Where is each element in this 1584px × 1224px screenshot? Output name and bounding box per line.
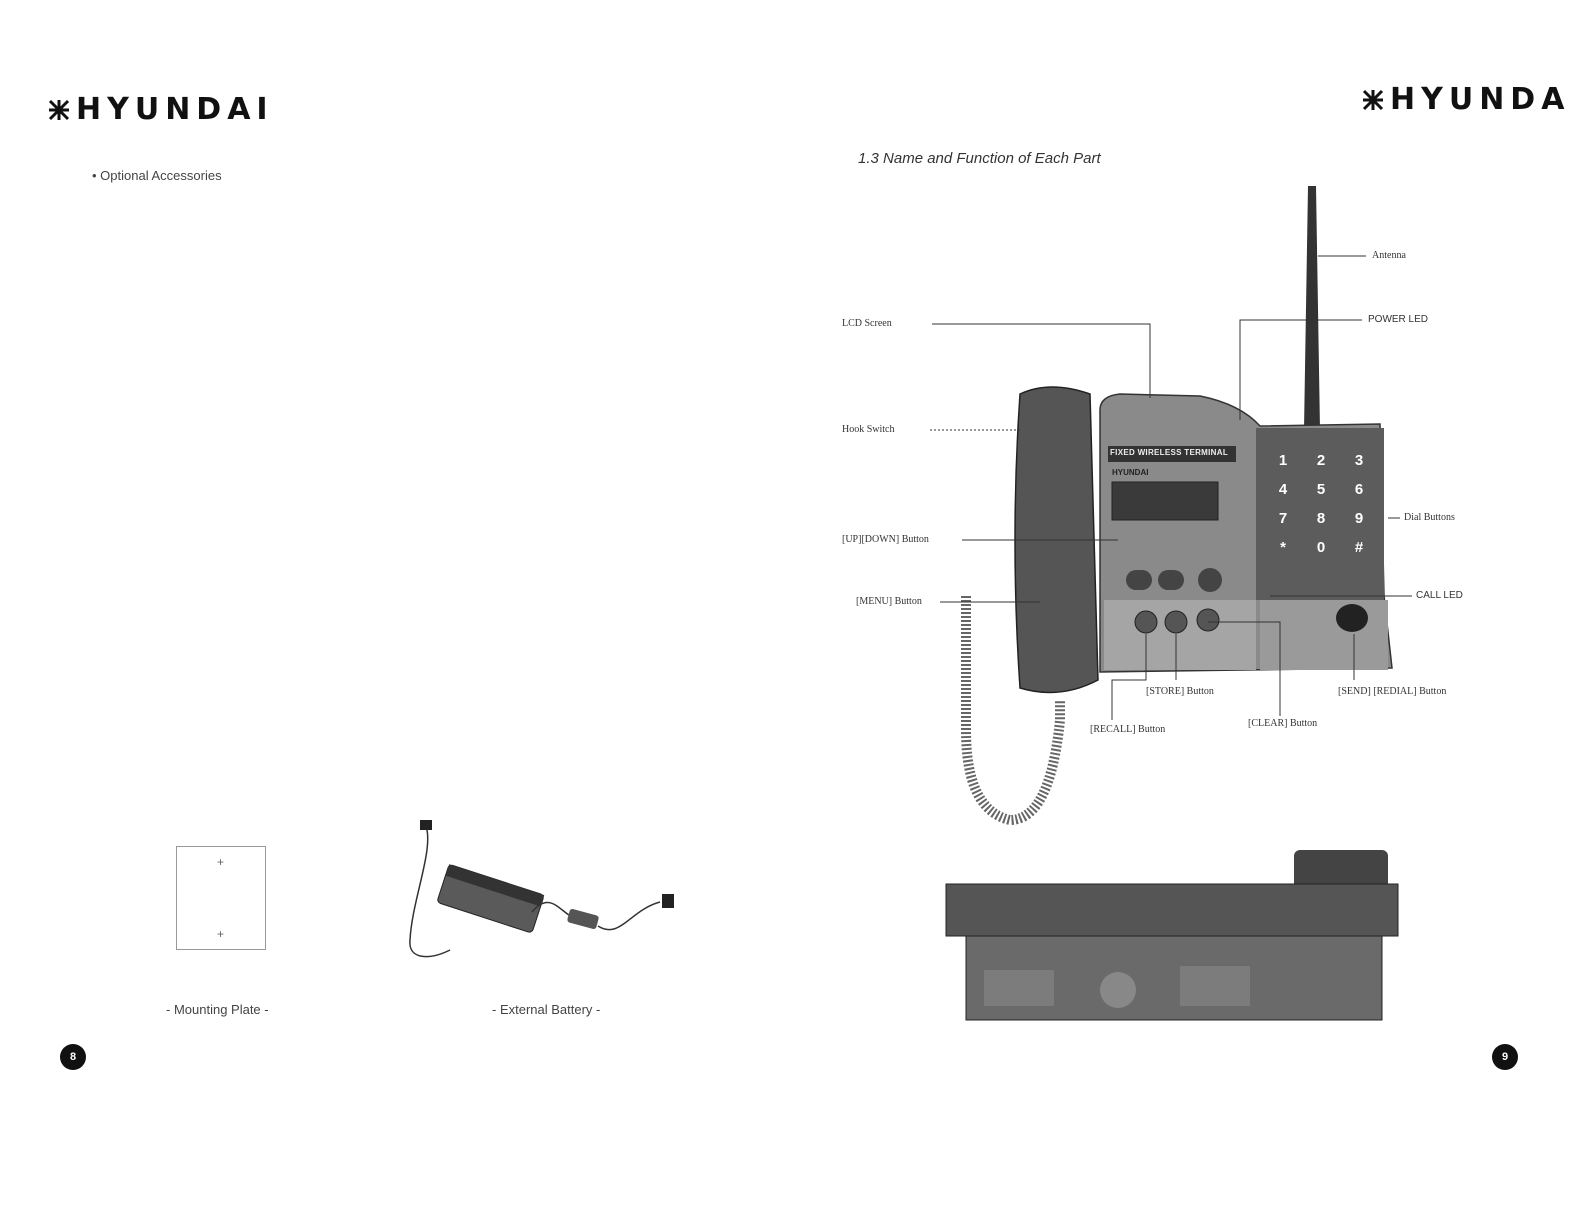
store-button [1164,610,1188,634]
hyundai-emblem-icon [48,94,70,121]
page-number-left: 8 [60,1044,86,1070]
section-heading-optional-accessories: • Optional Accessories [92,168,222,183]
device-model: HYUNDAI [1112,468,1149,477]
dial-key: 9 [1354,510,1364,527]
dial-key: # [1354,539,1364,556]
dial-key: 0 [1316,539,1326,556]
keypad-panel [1256,428,1384,600]
lcd-screen [1111,481,1219,521]
hyundai-emblem-icon [1362,84,1384,111]
callout-hook-switch: Hook Switch [842,424,895,435]
brand-strip [1108,446,1236,462]
rear-port [1100,972,1136,1008]
section-label: Optional Accessories [100,168,222,183]
dial-key: 4 [1278,481,1288,498]
mounting-plate-caption: - Mounting Plate - [166,1002,269,1017]
lower-panel-left [1104,600,1256,670]
callout-lcd-screen: LCD Screen [842,318,892,329]
page-number-right: 9 [1492,1044,1518,1070]
callout-send-redial-button: [SEND] [REDIAL] Button [1338,686,1447,697]
rear-label [984,970,1054,1006]
dial-key: 6 [1354,481,1364,498]
callout-call-led: CALL LED [1416,590,1463,601]
brand-name-left: HYUNDAI [76,92,274,127]
screw-hole-icon: + [217,927,225,941]
clear-button [1196,608,1220,632]
callout-updown-button: [UP][DOWN] Button [842,534,929,545]
dial-key: 8 [1316,510,1326,527]
brand-name-right: HYUNDA [1390,82,1571,117]
antenna-shape [1304,186,1320,430]
keypad-grid: 1 2 3 4 5 6 7 8 9 * 0 # [1264,452,1380,556]
send-redial-button [1336,604,1368,632]
device-label: FIXED WIRELESS TERMINAL [1110,448,1229,457]
mounting-plate-image: + + [176,846,266,950]
recall-button [1134,610,1158,634]
brand-logo-left: HYUNDAI [48,92,274,127]
callout-dial-buttons: Dial Buttons [1404,512,1455,523]
callout-menu-button: [MENU] Button [856,596,922,607]
rear-top [945,883,1399,937]
brand-logo-right: HYUNDA [1362,82,1570,117]
callout-store-button: [STORE] Button [1146,686,1214,697]
dial-key: 5 [1316,481,1326,498]
callout-clear-button: [CLEAR] Button [1248,718,1318,729]
section-title: 1.3 Name and Function of Each Part [858,150,1101,167]
callout-antenna: Antenna [1372,250,1406,261]
rear-jack [1180,966,1250,1006]
dial-key: 1 [1278,452,1288,469]
menu-button [1198,568,1222,592]
dial-key: * [1280,539,1286,556]
dial-key: 3 [1354,452,1364,469]
screw-hole-icon: + [217,855,225,869]
up-button [1126,570,1152,590]
dial-key: 7 [1278,510,1288,527]
coiled-cord [961,596,1065,826]
external-battery-caption: - External Battery - [492,1002,601,1017]
down-button [1158,570,1184,590]
lower-panel-right [1260,600,1388,670]
callout-recall-button: [RECALL] Button [1090,724,1166,735]
dial-key: 2 [1316,452,1326,469]
callout-power-led: POWER LED [1368,314,1429,325]
